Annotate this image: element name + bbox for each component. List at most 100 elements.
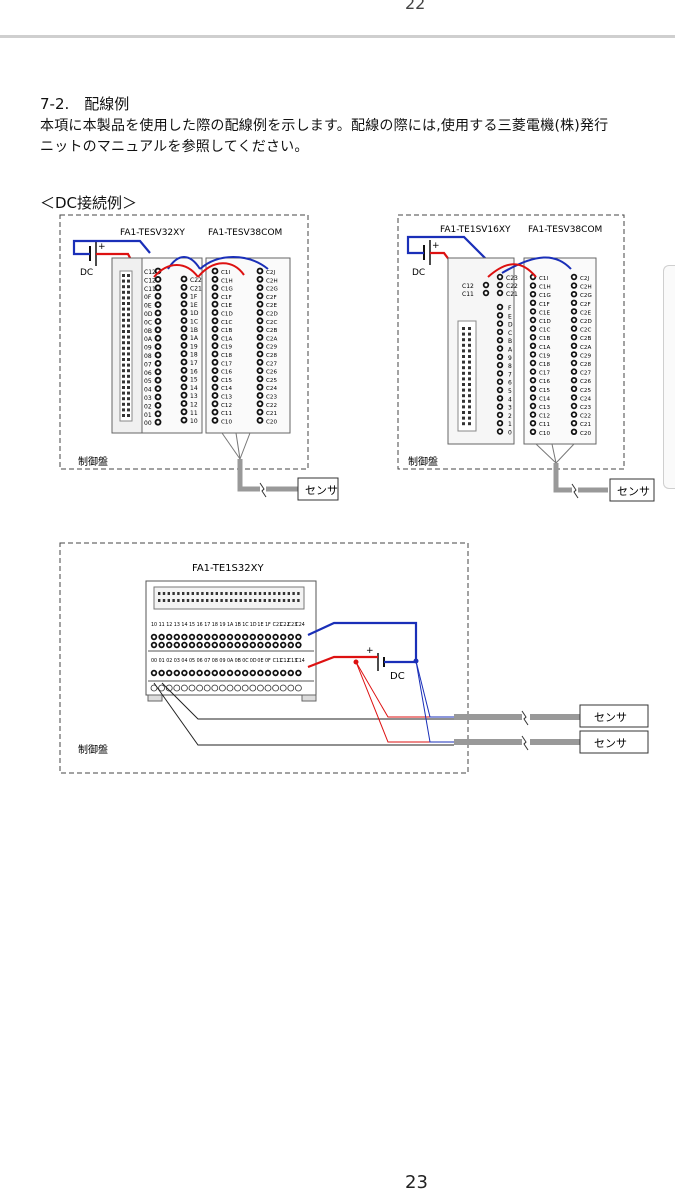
- terminal-label: 16: [197, 622, 203, 628]
- terminal-label: C1F: [221, 295, 232, 301]
- terminal-label: C2G: [580, 293, 592, 299]
- header-divider: [0, 35, 675, 38]
- terminal-label: C1C: [539, 328, 550, 334]
- terminal-label: C21: [190, 285, 202, 292]
- terminal-label: 08: [144, 353, 152, 360]
- terminal-label: C13: [539, 405, 550, 411]
- terminal-label: C21: [266, 411, 277, 417]
- dc-label: DC: [412, 268, 425, 278]
- terminal-label: C11: [539, 422, 550, 428]
- terminal-label: 0F: [144, 294, 152, 301]
- terminal-label: C22: [580, 414, 591, 420]
- terminal-label: 0: [508, 430, 512, 437]
- terminal-label: 06: [197, 658, 203, 664]
- terminal-label: 05: [189, 658, 195, 664]
- terminal-label: C1A: [221, 336, 232, 342]
- terminal-label: 3: [508, 405, 512, 412]
- terminal-label: C2A: [580, 345, 591, 351]
- terminal-label: 14: [181, 622, 187, 628]
- terminal-label: C1H: [539, 285, 551, 291]
- terminal-label: 0C: [242, 658, 249, 664]
- terminal-label: C11: [273, 658, 282, 664]
- terminal-label: C15: [221, 378, 232, 384]
- terminal-label: 16: [190, 368, 198, 375]
- terminal-label: 11: [190, 410, 198, 417]
- terminal-label: C20: [266, 419, 277, 425]
- terminal-label: 0B: [144, 328, 152, 335]
- terminal-label: C22: [280, 622, 289, 628]
- terminal-label: C1D: [221, 312, 233, 318]
- terminal-label: C1I: [539, 276, 548, 282]
- scroll-tab[interactable]: [663, 265, 675, 489]
- dc-plus: +: [98, 242, 106, 252]
- dc-label: DC: [390, 671, 405, 682]
- terminal-label: B: [508, 338, 512, 345]
- dc-plus: +: [366, 646, 374, 656]
- terminal-label: C21: [273, 622, 282, 628]
- terminal-label: C28: [266, 353, 277, 359]
- terminal-label: C13: [221, 395, 232, 401]
- terminal-label: C21: [580, 422, 591, 428]
- terminal-label: C22: [266, 403, 277, 409]
- terminal-label: C12: [221, 403, 232, 409]
- terminal-label: 0A: [144, 336, 153, 343]
- terminal-label: C2J: [266, 270, 275, 276]
- terminal-label: C1B: [539, 336, 550, 342]
- terminal-label: 1D: [190, 310, 199, 317]
- dc-connection-title: ＜DC接続例＞: [40, 194, 138, 212]
- terminal-label: C22: [506, 283, 518, 290]
- terminal-label: C15: [539, 388, 550, 394]
- terminal-label: C11: [462, 291, 474, 298]
- terminal-label: 1D: [250, 622, 257, 628]
- terminal-label: C1F: [539, 302, 550, 308]
- wiring-diagram-2: FA1-TE1SV16XY FA1-TESV38COM 制御盤 + DC C12…: [397, 214, 655, 502]
- terminal-label: C28: [580, 362, 591, 368]
- terminal-label: C1G: [539, 293, 551, 299]
- terminal-label: 08: [212, 658, 218, 664]
- terminal-label: C2E: [266, 303, 277, 309]
- sensor-label-2: センサ: [594, 737, 627, 750]
- terminal-label: C12: [144, 269, 156, 276]
- terminal-label: C14: [539, 396, 550, 402]
- sensor-label: センサ: [617, 485, 650, 498]
- body-text-line-1: 本項に本製品を使用した際の配線例を示します。配線の際には,使用する三菱電機(株)…: [40, 118, 609, 134]
- terminal-label: 19: [190, 343, 198, 350]
- terminal-label: 9: [508, 355, 512, 362]
- terminal-label: 09: [219, 658, 225, 664]
- terminal-label: C2B: [266, 328, 277, 334]
- terminal-label: 13: [174, 622, 180, 628]
- terminal-label: C: [508, 330, 512, 337]
- terminal-label: 02: [166, 658, 172, 664]
- terminal-label: 1A: [227, 622, 234, 628]
- terminal-label: 5: [508, 388, 512, 395]
- terminal-label: C1E: [539, 310, 550, 316]
- panel-label: 制御盤: [78, 455, 108, 468]
- terminal-label: C2D: [266, 312, 278, 318]
- terminal-label: 1C: [242, 622, 249, 628]
- terminal-label: C29: [580, 353, 591, 359]
- terminal-label: C29: [266, 345, 277, 351]
- terminal-label: 0F: [265, 658, 271, 664]
- terminal-label: 19: [219, 622, 225, 628]
- module-label-left: FA1-TE1SV16XY: [440, 225, 511, 235]
- terminal-label: 04: [181, 658, 187, 664]
- terminal-label: C23: [580, 405, 591, 411]
- terminal-label: C2F: [266, 295, 277, 301]
- terminal-label: 01: [144, 412, 152, 419]
- terminal-label: 04: [144, 387, 152, 394]
- terminal-label: 03: [144, 395, 152, 402]
- terminal-label: 6: [508, 380, 512, 387]
- terminal-label: C12: [539, 414, 550, 420]
- terminal-label: C17: [221, 361, 232, 367]
- terminal-label: 1: [508, 421, 512, 428]
- terminal-label: C19: [539, 353, 550, 359]
- terminal-label: C23: [266, 395, 277, 401]
- terminal-label: C2C: [266, 320, 277, 326]
- terminal-label: 2: [508, 413, 512, 420]
- terminal-label: C19: [221, 345, 232, 351]
- terminal-label: 09: [144, 345, 152, 352]
- terminal-label: 02: [144, 403, 152, 410]
- terminal-label: C1I: [221, 270, 230, 276]
- terminal-label: C27: [580, 371, 591, 377]
- panel-label: 制御盤: [408, 455, 438, 468]
